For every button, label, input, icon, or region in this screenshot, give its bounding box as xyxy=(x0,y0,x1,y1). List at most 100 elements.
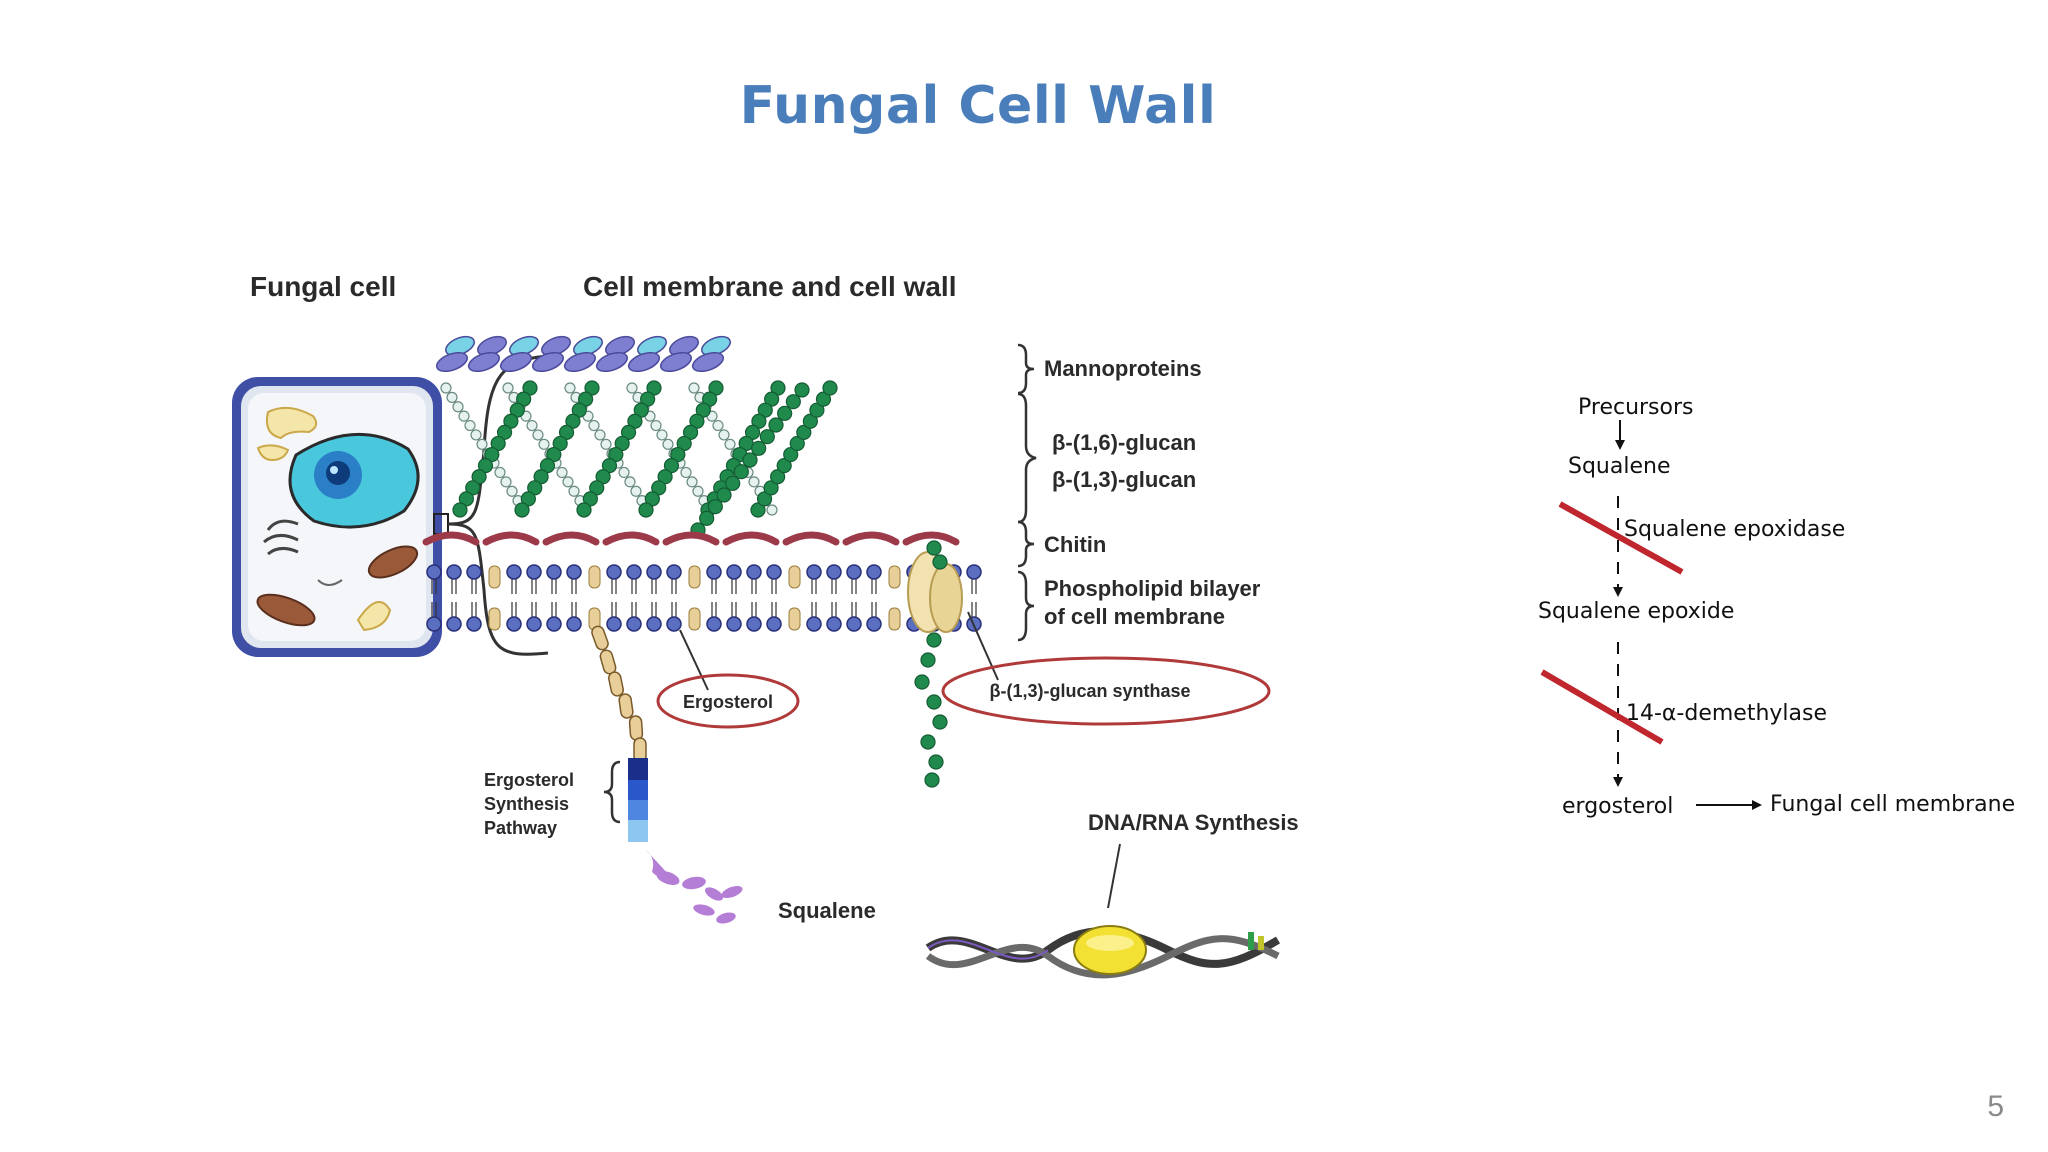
phospholipid-head xyxy=(866,564,882,580)
ergosterol-molecule xyxy=(688,565,701,589)
slide-title: Fungal Cell Wall xyxy=(739,76,1217,136)
chitin-strand xyxy=(842,531,900,546)
glucan-unit xyxy=(650,419,662,432)
ergosterol-synthesis-bar xyxy=(628,758,648,842)
label-mannoproteins: Mannoproteins xyxy=(1044,356,1202,381)
glucan-unit xyxy=(718,429,730,441)
ergosterol-molecule xyxy=(488,565,501,589)
pathway-ergosterol: ergosterol xyxy=(1562,794,1673,819)
phospholipid-head xyxy=(806,616,822,632)
phospholipid-head xyxy=(846,616,862,632)
chitin-strand xyxy=(482,531,540,546)
phospholipid-head xyxy=(626,616,642,632)
glucan-unit xyxy=(712,419,724,432)
phospholipid-head xyxy=(446,616,462,632)
chitin-strand xyxy=(542,531,600,546)
ergosterol-highlight-ring xyxy=(656,673,800,729)
glucan-unit xyxy=(725,475,741,491)
phospholipid-head xyxy=(446,564,462,580)
glucan-unit xyxy=(624,476,636,488)
mannoprotein xyxy=(531,351,565,373)
glucan-unit xyxy=(440,382,452,394)
chitin-strand xyxy=(662,531,720,546)
heading-fungal-cell: Fungal cell xyxy=(250,271,396,302)
glucan-unit xyxy=(452,401,464,413)
glucan-unit xyxy=(494,466,506,479)
glucan-unit xyxy=(538,438,550,450)
pathway-precursors: Precursors xyxy=(1578,395,1694,420)
label-pathway-3: Pathway xyxy=(484,818,557,838)
mannoprotein xyxy=(691,351,725,373)
label-phospholipid-2: of cell membrane xyxy=(1044,604,1225,629)
glucan-unit xyxy=(724,438,736,450)
phospholipid-head xyxy=(706,616,722,632)
glucan-unit xyxy=(920,652,936,668)
chitin-strand xyxy=(782,531,840,546)
phospholipid-head xyxy=(566,616,582,632)
label-b13-glucan: β-(1,3)-glucan xyxy=(1052,467,1196,492)
glucan-unit xyxy=(914,674,930,690)
phospholipid-head xyxy=(806,564,822,580)
glucan-unit xyxy=(770,469,786,485)
glucan-unit xyxy=(500,476,512,488)
phospholipid-head xyxy=(566,564,582,580)
layer-brackets xyxy=(1017,343,1037,642)
ergosterol-molecule xyxy=(628,715,644,741)
squalene-molecules xyxy=(646,850,743,924)
chitin-strand xyxy=(422,531,480,546)
mannoprotein xyxy=(467,351,501,373)
glucan-unit xyxy=(576,502,592,518)
ergosterol-molecule xyxy=(788,607,801,631)
page-number: 5 xyxy=(1987,1090,2004,1123)
ergosterol-molecule xyxy=(488,607,501,631)
pathway-demethylase: 14-α-demethylase xyxy=(1626,701,1827,726)
heading-cell-wall: Cell membrane and cell wall xyxy=(583,271,956,302)
phospholipid-head xyxy=(766,564,782,580)
glucan-unit xyxy=(763,480,779,496)
glucan-unit xyxy=(514,502,530,518)
mannoprotein xyxy=(595,351,629,373)
phospholipid-head xyxy=(746,564,762,580)
glucan-unit xyxy=(796,424,812,440)
label-phospholipid-1: Phospholipid bilayer xyxy=(1044,576,1261,601)
glucan-unit xyxy=(716,487,732,503)
phospholipid-head xyxy=(666,564,682,580)
phospholipid-head xyxy=(466,616,482,632)
label-squalene: Squalene xyxy=(778,898,876,923)
pathway-squalene-epoxide: Squalene epoxide xyxy=(1538,599,1734,624)
glucan-unit xyxy=(630,485,642,497)
glucan-unit xyxy=(932,714,948,730)
glucan-unit xyxy=(446,391,458,403)
ergosterol-molecule xyxy=(688,607,701,631)
glucan-unit xyxy=(822,380,838,396)
glucan-unit xyxy=(783,446,799,463)
glucan-unit xyxy=(750,502,766,518)
glucan-unit xyxy=(458,410,470,422)
glucan-unit xyxy=(785,394,801,410)
glucan-unit xyxy=(594,429,606,441)
label-pathway-2: Synthesis xyxy=(484,794,569,814)
phospholipid-head xyxy=(846,564,862,580)
glucan-unit xyxy=(707,499,723,515)
glucan-unit xyxy=(926,694,942,710)
label-dna-rna: DNA/RNA Synthesis xyxy=(1088,810,1299,835)
phospholipid-head xyxy=(666,616,682,632)
glucan-unit xyxy=(920,734,936,750)
phospholipid-head xyxy=(426,616,442,632)
ergosterol-pathway-diagram: Precursors Squalene Squalene epoxidase S… xyxy=(1520,380,2020,840)
inhibit-bar-demethylase xyxy=(1540,669,1664,745)
pathway-squalene-epoxidase: Squalene epoxidase xyxy=(1624,517,1845,542)
glucan-synthase-complex xyxy=(907,540,963,788)
phospholipid-head xyxy=(966,564,982,580)
glucan-unit xyxy=(532,429,544,441)
phospholipid-head xyxy=(626,564,642,580)
glucan-unit xyxy=(556,466,568,479)
mannoprotein-layer xyxy=(435,335,731,373)
mannoprotein xyxy=(435,351,469,373)
label-glucan-synthase: β-(1,3)-glucan synthase xyxy=(989,681,1190,701)
mannoprotein xyxy=(659,351,693,373)
glucan-unit xyxy=(802,413,818,429)
chitin-strand xyxy=(602,531,660,546)
glucan-unit xyxy=(777,405,793,421)
glucan-unit xyxy=(470,429,482,441)
